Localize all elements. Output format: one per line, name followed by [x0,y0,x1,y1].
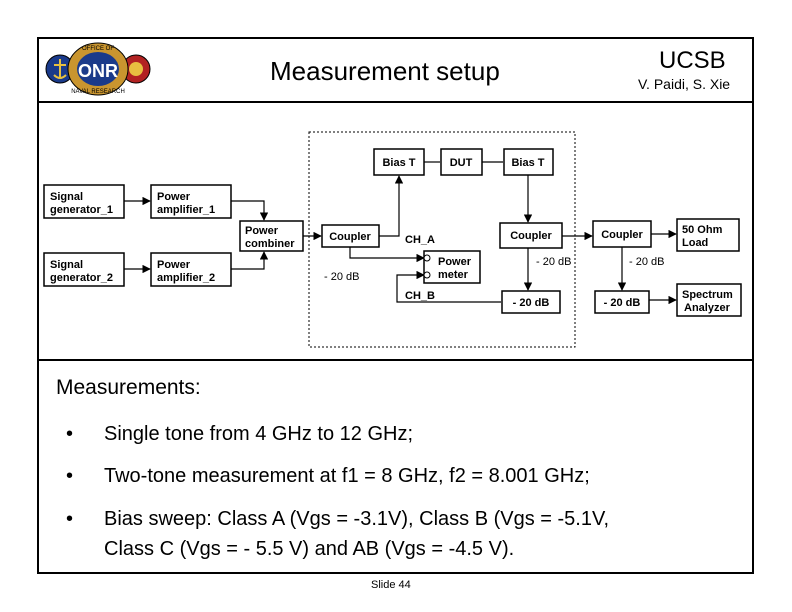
svg-text:Power: Power [157,191,191,203]
measurement-item-3: Bias sweep: Class A (Vgs = -3.1V), Class… [104,508,610,530]
svg-text:meter: meter [438,269,469,281]
power-amplifier-1: Power amplifier_1 [150,184,232,219]
dut: DUT [440,148,483,176]
svg-text:combiner: combiner [245,238,295,250]
measurement-diagram: Signal generator_1 Signal generator_2 Po… [39,103,752,360]
svg-text:DUT: DUT [450,157,473,169]
wire-coupler1-biast1 [379,175,404,237]
org-name: UCSB [659,47,726,74]
svg-text:- 20 dB: - 20 dB [513,297,550,309]
svg-text:50 Ohm: 50 Ohm [682,224,723,236]
logo-ring-bottom: NAVAL RESEARCH [71,89,125,95]
svg-text:Power: Power [157,259,191,271]
measurements-heading: Measurements: [56,376,201,399]
spectrum-analyzer: Spectrum Analyzer [676,283,742,317]
svg-text:Analyzer: Analyzer [684,302,731,314]
measurement-item-1: Single tone from 4 GHz to 12 GHz; [104,423,414,445]
svg-text:Signal: Signal [50,191,83,203]
bullet-3: • [66,508,74,530]
diagram-divider [39,359,752,361]
wire-coupler1-cha [349,247,425,263]
coupler-2: Coupler [499,222,563,249]
logo-text: ONR [78,61,118,81]
signal-generator-2: Signal generator_2 [43,252,125,287]
svg-text:Power: Power [438,256,472,268]
ch-a-label: CH_A [405,234,435,246]
power-combiner: Power combiner [239,220,304,252]
test-enclosure [308,131,576,348]
block-diagram-svg: Signal generator_1 Signal generator_2 Po… [43,131,742,348]
wire-pa2-combiner [231,251,269,270]
wire-pa1-combiner [231,200,269,221]
svg-text:amplifier_1: amplifier_1 [157,204,215,216]
logo-ring-top: OFFICE OF [82,46,114,52]
coupler-1: Coupler [321,224,380,248]
svg-text:amplifier_2: amplifier_2 [157,272,215,284]
power-amplifier-2: Power amplifier_2 [150,252,232,287]
bias-t-2: Bias T [503,148,554,176]
signal-generator-1: Signal generator_1 [43,184,125,219]
measurement-item-3-cont: Class C (Vgs = - 5.5 V) and AB (Vgs = -4… [104,538,515,560]
slide-title: Measurement setup [270,56,500,86]
svg-text:Bias T: Bias T [382,157,415,169]
onr-logo: ONR OFFICE OF NAVAL RESEARCH [45,42,151,96]
svg-text:Spectrum: Spectrum [682,289,733,301]
svg-text:generator_2: generator_2 [50,272,113,284]
authors: V. Paidi, S. Xie [638,76,731,92]
bullet-1: • [66,423,74,445]
slide-frame [37,37,754,574]
svg-text:Coupler: Coupler [601,229,643,241]
wire-atten1-chb [396,270,501,303]
coupler3-loss-label: - 20 dB [629,256,664,268]
coupler-3: Coupler [592,220,652,248]
svg-text:Coupler: Coupler [329,231,371,243]
attenuator-2: - 20 dB [594,290,650,314]
svg-text:Signal: Signal [50,259,83,271]
coupler2-loss-label: - 20 dB [536,256,571,268]
bias-t-1: Bias T [373,148,425,176]
svg-text:Bias T: Bias T [511,157,544,169]
header-divider [39,101,752,103]
svg-text:Coupler: Coupler [510,230,552,242]
attenuator-1: - 20 dB [501,290,561,314]
slide-number: Slide 44 [371,579,411,591]
ch-b-label: CH_B [405,290,435,302]
coupler1-loss-label: - 20 dB [324,271,359,283]
svg-text:- 20 dB: - 20 dB [604,297,641,309]
svg-text:Load: Load [682,237,708,249]
svg-text:generator_1: generator_1 [50,204,113,216]
bullet-2: • [66,465,74,487]
svg-text:Power: Power [245,225,279,237]
load-50-ohm: 50 Ohm Load [676,218,740,252]
power-meter: Power meter [423,250,481,284]
measurement-item-2: Two-tone measurement at f1 = 8 GHz, f2 =… [104,465,590,487]
